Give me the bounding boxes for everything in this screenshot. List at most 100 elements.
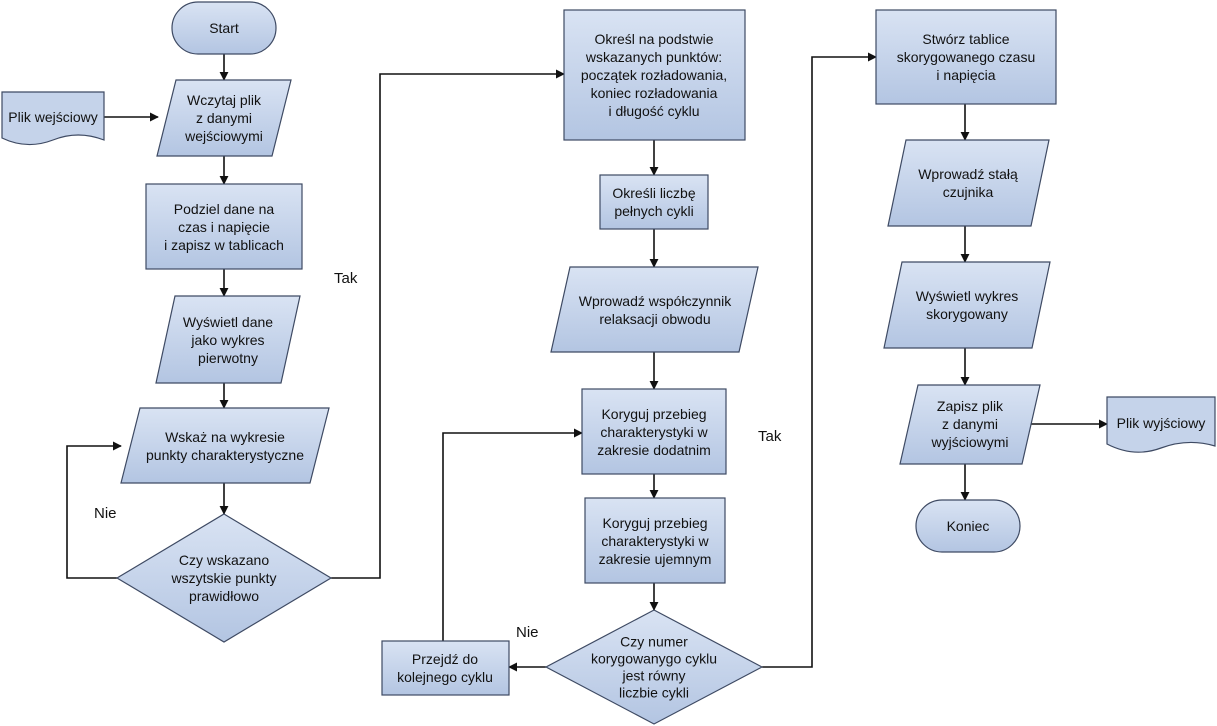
edge-check-yes-to-col3 [762, 52, 877, 668]
node-text-line: i zapisz w tablicach [164, 237, 284, 253]
node-text: Czy wskazano wszytskie punkty prawidłowo [170, 552, 276, 604]
edge-labels: Tak Nie Tak Nie [94, 270, 782, 641]
save-file-parallelogram: Zapisz plik z danymi wyjściowymi [899, 384, 1041, 465]
correct-negative-process: Koryguj przebieg charakterystyki w zakresi… [584, 497, 726, 584]
create-tables-process: Stwórz tablice skorygowanego czasu i napię… [875, 9, 1057, 105]
node-text: Podziel dane na czas i napięcie i zapisz w… [164, 201, 284, 253]
node-text: Zapisz plik z danymi wyjściowymi [931, 398, 1009, 450]
node-text: Wprowadź stałą czujnika [918, 166, 1018, 200]
node-text-line: wszytskie punkty [170, 570, 276, 586]
node-text-line: liczbie cykli [619, 685, 689, 701]
node-text: Stwórz tablice skorygowanego czasu i napię… [897, 31, 1036, 83]
edge-decision-yes-to-col2 [331, 69, 565, 579]
node-text-line: z danymi [196, 110, 252, 126]
show-raw-plot-parallelogram: Wyświetl dane jako wykres pierwotny [155, 295, 301, 384]
node-text-line: Wskaż na wykresie [165, 429, 285, 445]
node-text-line: kolejnego cyklu [397, 669, 493, 685]
node-text-line: charakterystyki w [601, 533, 709, 549]
node-text-line: Koryguj przebieg [602, 515, 707, 531]
node-text-line: korygowanygo cyklu [591, 651, 717, 667]
sensor-constant-parallelogram: Wprowadź stałą czujnika [887, 139, 1050, 227]
node-text-line: Wprowadź stałą [918, 166, 1018, 182]
node-text-line: Określi liczbę [612, 185, 695, 201]
output-file-document: Plik wyjściowy [1106, 396, 1216, 453]
label-cycle-yes: Tak [758, 428, 782, 445]
node-text-line: zakresie ujemnym [599, 551, 712, 567]
node-text-line: zakresie dodatnim [597, 442, 711, 458]
connectors [66, 52, 1108, 672]
node-text-line: Podziel dane na [174, 201, 275, 217]
edge-decision-no-loop [66, 441, 122, 579]
node-text-line: skorygowanego czasu [897, 49, 1036, 65]
input-file-document: Plik wejściowy [1, 91, 105, 146]
node-text: Określi liczbę pełnych cykli [612, 185, 695, 219]
node-text-line: Wprowadź współczynnik [579, 293, 732, 309]
node-text: Wyświetl wykres skorygowany [916, 288, 1019, 322]
mark-points-parallelogram: Wskaż na wykresie punkty charakterystyczn… [120, 407, 330, 484]
node-text-line: Wczytaj plik [187, 92, 262, 108]
node-text-line: charakterystyki w [600, 424, 708, 440]
node-text: Koniec [947, 518, 990, 534]
node-text: Przejdź do kolejnego cyklu [397, 651, 493, 685]
next-cycle-process: Przejdź do kolejnego cyklu [381, 640, 510, 696]
node-text-line: pełnych cykli [614, 203, 693, 219]
node-text-line: Czy wskazano [179, 552, 269, 568]
node-text-line: początek rozładowania, [581, 67, 727, 83]
enter-coefficient-parallelogram: Wprowadź współczynnik relaksacji obwodu [550, 266, 759, 353]
node-text: Plik wyjściowy [1117, 415, 1206, 431]
node-text: Wczytaj plik z danymi wejściowymi [184, 92, 263, 144]
node-text-line: wskazanych punktów: [585, 49, 722, 65]
node-text-line: prawidłowo [189, 588, 259, 604]
show-corrected-plot-parallelogram: Wyświetl wykres skorygowany [883, 261, 1051, 349]
points-valid-decision: Czy wskazano wszytskie punkty prawidłowo [115, 513, 333, 643]
node-text: Koryguj przebieg charakterystyki w zakresi… [599, 515, 712, 567]
node-text-line: skorygowany [926, 306, 1008, 322]
node-text-line: Wyświetl dane [183, 314, 273, 330]
node-text-line: relaksacji obwodu [599, 311, 710, 327]
node-text: Plik wejściowy [8, 109, 97, 125]
node-text-line: i długość cyklu [608, 103, 699, 119]
node-text-line: punkty charakterystyczne [146, 447, 304, 463]
node-text: Wskaż na wykresie punkty charakterystyczn… [146, 429, 304, 463]
count-cycles-process: Określi liczbę pełnych cykli [599, 174, 709, 230]
node-text-line: z danymi [942, 416, 998, 432]
node-text: Wprowadź współczynnik relaksacji obwodu [579, 293, 732, 327]
node-text-line: koniec rozładowania [591, 85, 718, 101]
node-text-line: Plik wyjściowy [1117, 415, 1206, 431]
label-points-no: Nie [94, 505, 117, 522]
node-text-line: Określ na podstwie [594, 31, 713, 47]
node-text-line: Przejdź do [412, 651, 478, 667]
node-text-line: Start [209, 20, 239, 36]
node-text: Start [209, 20, 239, 36]
node-text-line: czas i napięcie [178, 219, 270, 235]
start-terminator: Start [171, 1, 277, 55]
end-terminator: Koniec [915, 499, 1021, 553]
node-text-line: i napięcia [936, 67, 995, 83]
node-text-line: czujnika [943, 184, 994, 200]
node-text: Określ na podstwie wskazanych punktów: poc… [581, 31, 727, 119]
node-text-line: wejściowymi [184, 128, 263, 144]
node-text-line: Czy numer [620, 634, 688, 650]
label-cycle-no: Nie [516, 624, 539, 641]
node-text-line: Stwórz tablice [922, 31, 1009, 47]
node-text: Koryguj przebieg charakterystyki w zakresi… [597, 406, 711, 458]
node-text-line: Plik wejściowy [8, 109, 97, 125]
node-text-line: wyjściowymi [931, 434, 1009, 450]
determine-cycle-process: Określ na podstwie wskazanych punktów: poc… [563, 9, 746, 141]
label-points-yes: Tak [334, 270, 358, 287]
node-text: Wyświetl dane jako wykres pierwotny [183, 314, 273, 366]
node-text-line: Wyświetl wykres [916, 288, 1019, 304]
split-data-process: Podziel dane na czas i napięcie i zapisz w… [145, 183, 303, 270]
edge-next-to-pos [442, 428, 583, 641]
node-text-line: jest równy [621, 668, 685, 684]
node-text-line: Koniec [947, 518, 990, 534]
node-text-line: Zapisz plik [937, 398, 1004, 414]
load-file-parallelogram: Wczytaj plik z danymi wejściowymi [156, 79, 292, 157]
node-text-line: pierwotny [198, 350, 258, 366]
node-text-line: Koryguj przebieg [601, 406, 706, 422]
node-text-line: jako wykres [190, 332, 264, 348]
correct-positive-process: Koryguj przebieg charakterystyki w zakresi… [581, 388, 727, 475]
